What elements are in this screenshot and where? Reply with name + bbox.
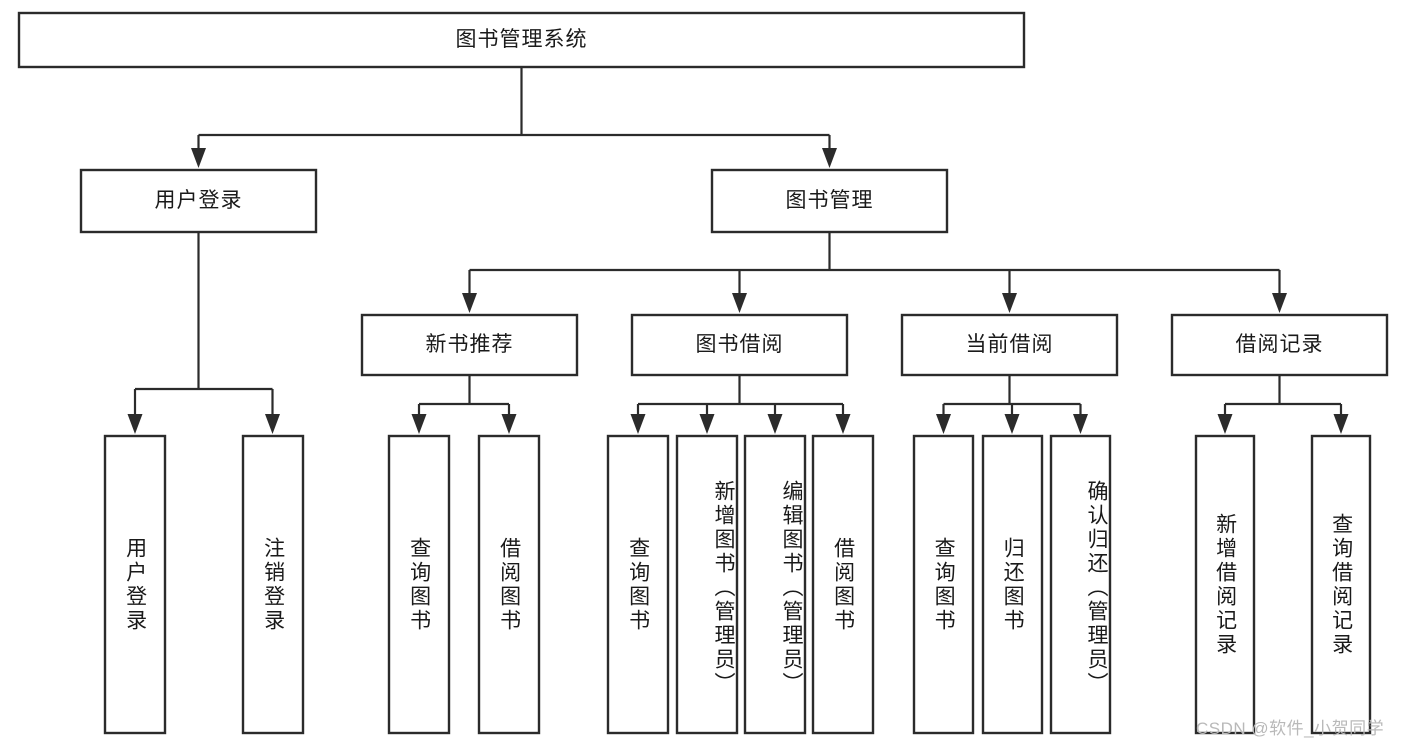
node-root-box[interactable]	[17, 11, 1026, 69]
leaf-book-borrow-2-box[interactable]	[675, 434, 739, 735]
node-user-login-box[interactable]	[79, 168, 318, 234]
leaf-current-borrow-1-box[interactable]	[912, 434, 975, 735]
csdn-watermark: CSDN @软件_小贺同学	[1196, 719, 1385, 738]
leaf-borrow-record-2-box[interactable]	[1310, 434, 1372, 735]
connectors	[127, 67, 1349, 434]
leaf-book-borrow-3-box[interactable]	[743, 434, 807, 735]
leaf-new-book-2-box[interactable]	[477, 434, 541, 735]
leaf-current-borrow-2-box[interactable]	[981, 434, 1044, 735]
leaf-book-borrow-4-box[interactable]	[811, 434, 875, 735]
node-book-borrow-box[interactable]	[630, 313, 849, 377]
leaf-user-login-1-box[interactable]	[103, 434, 167, 735]
node-book-manage-box[interactable]	[710, 168, 949, 234]
node-borrow-record-box[interactable]	[1170, 313, 1389, 377]
leaf-book-borrow-1-box[interactable]	[606, 434, 670, 735]
node-current-borrow-box[interactable]	[900, 313, 1119, 377]
leaf-current-borrow-3-box[interactable]	[1049, 434, 1112, 735]
leaf-user-login-2-box[interactable]	[241, 434, 305, 735]
leaf-new-book-1-box[interactable]	[387, 434, 451, 735]
leaf-borrow-record-1-box[interactable]	[1194, 434, 1256, 735]
node-new-book-recommend-box[interactable]	[360, 313, 579, 377]
